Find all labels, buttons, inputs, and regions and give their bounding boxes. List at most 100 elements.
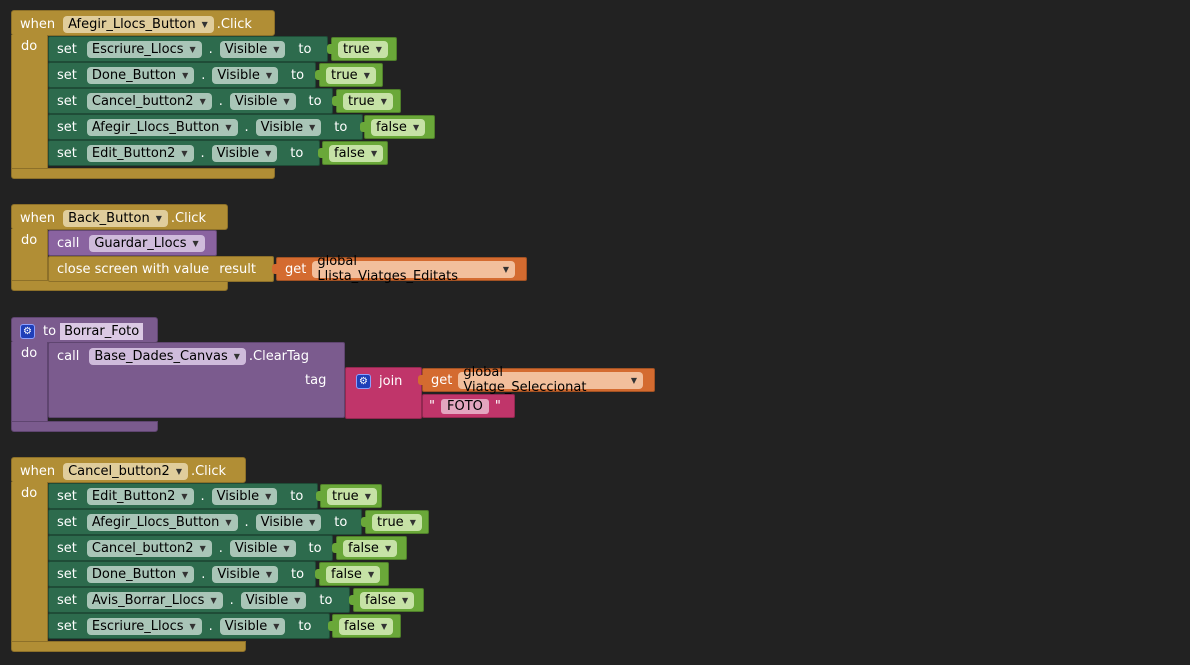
variable-dropdown[interactable]: global Viatge_Seleccionat▼ (458, 365, 643, 395)
component-dropdown[interactable]: Back_Button ▼ (63, 209, 168, 227)
component-dropdown[interactable]: Cancel_button2▼ (86, 539, 212, 557)
chevron-down-icon: ▼ (363, 70, 370, 80)
call-procedure-row[interactable]: call Guardar_Llocs▼ (48, 230, 217, 256)
close-screen-row[interactable]: close screen with value result (48, 256, 274, 282)
property-name: Visible (224, 41, 268, 57)
to-keyword: to (319, 592, 333, 608)
set-visible-row[interactable]: set Escriure_Llocs▼ . Visible▼ to (48, 613, 330, 639)
property-dropdown[interactable]: Visible▼ (219, 40, 286, 58)
component-dropdown[interactable]: Done_Button▼ (86, 66, 195, 84)
text-field[interactable]: FOTO (440, 398, 489, 414)
join-block[interactable]: ⚙ join (345, 367, 422, 419)
variable-dropdown[interactable]: global Llista_Viatges_Editats▼ (312, 254, 515, 284)
procedure-header[interactable]: ⚙ to Borrar_Foto (11, 317, 158, 343)
property-dropdown[interactable]: Visible▼ (255, 513, 322, 531)
event-header[interactable]: when Afegir_Llocs_Button ▼ .Click (11, 10, 275, 36)
property-dropdown[interactable]: Visible▼ (229, 92, 296, 110)
set-visible-row[interactable]: set Afegir_Llocs_Button▼ . Visible▼ to (48, 509, 362, 535)
property-dropdown[interactable]: Visible▼ (240, 591, 307, 609)
component-dropdown[interactable]: Cancel_button2▼ (86, 92, 212, 110)
component-dropdown[interactable]: Edit_Button2▼ (86, 144, 194, 162)
event-header[interactable]: when Cancel_button2 ▼ .Click (11, 457, 246, 483)
boolean-dropdown[interactable]: false▼ (360, 591, 415, 609)
set-visible-row[interactable]: set Done_Button▼ . Visible▼ to (48, 62, 316, 88)
when-keyword: when (20, 463, 56, 479)
boolean-block[interactable]: false▼ (318, 141, 388, 165)
close-screen-label: close screen with value (57, 261, 210, 277)
boolean-block[interactable]: false▼ (349, 588, 424, 612)
boolean-block[interactable]: true▼ (327, 37, 397, 61)
component-dropdown[interactable]: Afegir_Llocs_Button▼ (86, 513, 238, 531)
do-keyword: do (21, 233, 38, 248)
do-keyword: do (21, 346, 38, 361)
text-string-block[interactable]: " FOTO " (422, 394, 515, 418)
boolean-dropdown[interactable]: false▼ (339, 617, 394, 635)
boolean-block[interactable]: true▼ (332, 89, 401, 113)
chevron-down-icon: ▼ (273, 621, 280, 631)
result-label: result (219, 261, 256, 277)
set-visible-row[interactable]: set Afegir_Llocs_Button▼ . Visible▼ to (48, 114, 363, 140)
property-dropdown[interactable]: Visible▼ (212, 66, 279, 84)
boolean-block[interactable]: false▼ (328, 614, 401, 638)
boolean-dropdown[interactable]: true ▼ (326, 66, 376, 84)
component-dropdown[interactable]: Avis_Borrar_Llocs▼ (86, 591, 223, 609)
boolean-value: true (331, 67, 358, 83)
boolean-block[interactable]: true▼ (316, 484, 382, 508)
property-dropdown[interactable]: Visible▼ (229, 539, 296, 557)
boolean-dropdown[interactable]: false▼ (326, 565, 381, 583)
boolean-dropdown[interactable]: true▼ (327, 487, 377, 505)
component-dropdown[interactable]: Cancel_button2 ▼ (63, 462, 188, 480)
component-name: Afegir_Llocs_Button (68, 16, 196, 32)
boolean-block[interactable]: false▼ (332, 536, 407, 560)
boolean-dropdown[interactable]: true▼ (372, 513, 422, 531)
component-name: Escriure_Llocs (91, 618, 184, 634)
gear-icon[interactable]: ⚙ (356, 373, 371, 389)
component-dropdown[interactable]: Escriure_Llocs▼ (86, 617, 202, 635)
set-visible-row[interactable]: set Edit_Button2▼ . Visible▼ to (48, 483, 318, 509)
boolean-dropdown[interactable]: true▼ (343, 92, 393, 110)
property-dropdown[interactable]: Visible▼ (212, 565, 279, 583)
boolean-dropdown[interactable]: false▼ (329, 144, 384, 162)
chevron-down-icon: ▼ (225, 517, 232, 527)
event-body-spine: do (11, 482, 48, 642)
chevron-down-icon: ▼ (309, 517, 316, 527)
chevron-down-icon: ▼ (182, 569, 189, 579)
set-visible-row[interactable]: set Edit_Button2▼ . Visible▼ to (48, 140, 320, 166)
component-dropdown[interactable]: Base_Dades_Canvas▼ (89, 347, 246, 365)
property-dropdown[interactable]: Visible▼ (211, 487, 278, 505)
component-dropdown[interactable]: Afegir_Llocs_Button▼ (86, 118, 238, 136)
get-variable-block[interactable]: get global Llista_Viatges_Editats▼ (272, 254, 527, 284)
boolean-value: false (365, 592, 396, 608)
set-visible-row[interactable]: set Done_Button▼ . Visible▼ to (48, 561, 316, 587)
component-dropdown[interactable]: Afegir_Llocs_Button ▼ (63, 15, 214, 33)
property-dropdown[interactable]: Visible▼ (255, 118, 322, 136)
set-visible-row[interactable]: set Cancel_button2▼ . Visible▼ to (48, 535, 333, 561)
procedure-name-field[interactable]: Borrar_Foto (60, 322, 144, 340)
boolean-value: true (348, 93, 375, 109)
component-dropdown[interactable]: Escriure_Llocs▼ (86, 40, 202, 58)
get-variable-block[interactable]: get global Viatge_Seleccionat▼ (418, 365, 655, 395)
boolean-dropdown[interactable]: false▼ (343, 539, 398, 557)
component-name: Base_Dades_Canvas (94, 348, 228, 364)
component-dropdown[interactable]: Edit_Button2▼ (86, 487, 194, 505)
boolean-dropdown[interactable]: true▼ (338, 40, 388, 58)
gear-icon[interactable]: ⚙ (20, 323, 35, 339)
boolean-block[interactable]: true ▼ (315, 63, 383, 87)
event-footer (11, 168, 275, 179)
procedure-dropdown[interactable]: Guardar_Llocs▼ (89, 234, 205, 252)
property-dropdown[interactable]: Visible▼ (211, 144, 278, 162)
set-visible-row[interactable]: set Avis_Borrar_Llocs▼ . Visible▼ to (48, 587, 350, 613)
boolean-block[interactable]: false▼ (360, 115, 435, 139)
event-header[interactable]: when Back_Button ▼ .Click (11, 204, 228, 230)
chevron-down-icon: ▼ (409, 517, 416, 527)
component-dropdown[interactable]: Done_Button▼ (86, 565, 195, 583)
event-name: .Click (170, 210, 206, 226)
call-cleartag-block[interactable]: call Base_Dades_Canvas▼ .ClearTag tag (48, 342, 345, 418)
property-dropdown[interactable]: Visible▼ (219, 617, 286, 635)
set-visible-row[interactable]: set Escriure_Llocs▼ . Visible▼ to (48, 36, 328, 62)
property-name: Visible (234, 540, 278, 556)
boolean-dropdown[interactable]: false▼ (371, 118, 426, 136)
boolean-block[interactable]: false▼ (315, 562, 389, 586)
boolean-block[interactable]: true▼ (361, 510, 429, 534)
set-visible-row[interactable]: set Cancel_button2▼ . Visible▼ to (48, 88, 333, 114)
